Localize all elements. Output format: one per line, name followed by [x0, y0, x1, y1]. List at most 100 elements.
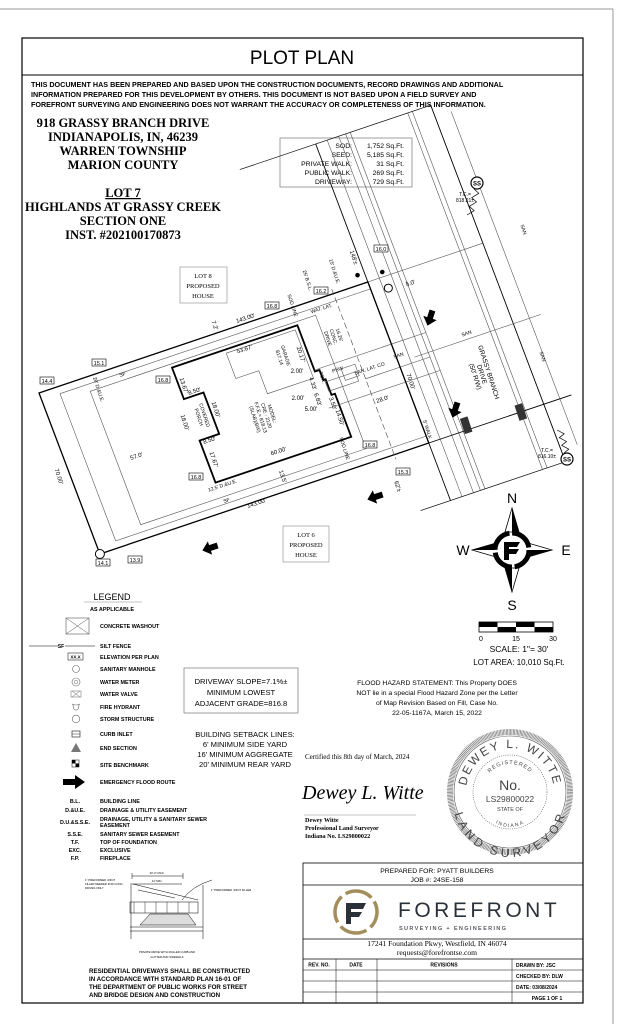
building-setback-line	[89, 314, 367, 526]
svg-text:SS: SS	[563, 458, 571, 464]
disclaimer: THIS DOCUMENT HAS BEEN PREPARED AND BASE…	[31, 80, 504, 109]
elevation-marker: 16.8	[264, 301, 280, 310]
compass-west: W	[456, 542, 470, 558]
silt-fence-label: SF	[223, 497, 231, 505]
svg-text:818.21±: 818.21±	[456, 198, 474, 204]
legend-label: STORM STRUCTURE	[100, 717, 155, 723]
end-section-icon	[71, 743, 81, 752]
flood-route-arrow-icon	[423, 309, 437, 326]
svg-text:15.3: 15.3	[398, 470, 409, 476]
dimension: 18.00'	[210, 401, 221, 418]
certification: Certified this 8th day of March, 2024 De…	[301, 753, 424, 840]
porch-label: POR.	[317, 371, 326, 384]
sidewalk-line	[338, 136, 474, 493]
legend-abbr: B.L.	[70, 799, 81, 805]
legend-abbr: F.P.	[71, 856, 80, 862]
svg-text:16.8: 16.8	[191, 475, 202, 481]
dimension: 70.00'	[405, 373, 416, 390]
right-of-way-line	[430, 105, 566, 462]
col-rev-no: REV. NO.	[308, 963, 330, 969]
area-value: 729 Sq.Ft.	[373, 179, 404, 186]
sanitary-manhole-icon	[72, 665, 80, 673]
svg-text:16.2: 16.2	[316, 289, 327, 295]
svg-text:1" PREFORMED JOINT: 1" PREFORMED JOINT	[85, 878, 115, 882]
dimension: 70.00'	[53, 468, 64, 485]
driveway-line: MINIMUM LOWEST	[207, 688, 276, 697]
sanitary-main	[450, 111, 578, 445]
dimension: 143.00'	[246, 498, 266, 510]
setback-line: 16' MINIMUM AGGREGATE	[197, 750, 292, 759]
address-line: 918 GRASSY BRANCH DRIVE	[37, 116, 210, 130]
fire-hydrant-icon	[71, 703, 81, 711]
note-line: IN ACCORDANCE WITH STANDARD PLAN 16-01 O…	[89, 976, 242, 983]
flood-line: of Map Revision Based on Fill, Case No.	[376, 700, 498, 707]
dimension: 4.33'	[307, 377, 317, 391]
dimension: 14.50'	[334, 409, 345, 426]
building-setback-lines: BUILDING SETBACK LINES: 6' MINIMUM SIDE …	[195, 730, 295, 769]
garage-elevation: 817.14	[274, 349, 284, 366]
svg-text:SS: SS	[473, 182, 481, 188]
driveway-edge	[328, 370, 441, 409]
svg-text:12' MIN.: 12' MIN.	[152, 879, 163, 883]
dimension: 5.00'	[305, 407, 318, 413]
dimension: 7.2'	[210, 320, 219, 331]
legend-abbr-label: EASEMENT	[100, 823, 131, 829]
driveway-line: ADJACENT GRADE=816.8	[195, 699, 288, 708]
walk-label: 5' WALK	[421, 420, 433, 441]
legend-abbr: D.U.&S.S.E.	[60, 820, 90, 826]
elevation-marker: 16.8	[362, 440, 378, 449]
dimension: 17.67'	[208, 451, 219, 468]
job-number: JOB #: 24SE-158	[411, 877, 464, 884]
lot-6-text: PROPOSED	[289, 542, 323, 549]
legend-abbr: T.F.	[71, 840, 80, 846]
svg-text:14.1: 14.1	[98, 561, 109, 567]
sanitary-lateral	[414, 314, 541, 358]
disclaimer-line: FOREFRONT SURVEYING AND ENGINEERING DOES…	[31, 100, 486, 109]
easement-label: 15' D.&U.E.	[327, 258, 341, 285]
svg-text:STATE OF: STATE OF	[497, 807, 524, 813]
silt-fence-line	[115, 435, 427, 542]
dimension: 8.50'	[188, 387, 202, 397]
svg-text:16.8: 16.8	[365, 443, 376, 449]
surveyor-signature: Dewey L. Witte	[301, 782, 424, 804]
silt-fence-icon: SF	[29, 644, 95, 650]
scale-text: SCALE: 1"= 30'	[490, 644, 549, 654]
lot-extension-line	[367, 242, 483, 283]
sanitary-label: SAN	[519, 224, 528, 236]
dimension: 18.00'	[179, 414, 190, 431]
scale-bar: 0 15 30 SCALE: 1"= 30' LOT AREA: 10,010 …	[473, 621, 565, 667]
note-line: RESIDENTIAL DRIVEWAYS SHALL BE CONSTRUCT…	[89, 968, 251, 975]
lot-extension-line	[420, 461, 566, 511]
setback-line: 20' MINIMUM REAR YARD	[199, 760, 291, 769]
drawn-by: DRAWN BY: JSC	[516, 963, 556, 969]
driveway-edge	[314, 332, 426, 371]
svg-text:INDIANA: INDIANA	[495, 820, 526, 829]
svg-text:PORCH: PORCH	[193, 408, 204, 427]
section: SECTION ONE	[80, 214, 166, 228]
lot-number: LOT 7	[105, 186, 141, 200]
elevation-marker: 16.8	[188, 472, 204, 481]
legend: LEGEND AS APPLICABLE CONCRETE WASHOUT SF…	[29, 592, 207, 862]
curb-inlet-icon	[71, 730, 81, 738]
address-line: MARION COUNTY	[68, 158, 179, 172]
area-label: PRIVATE WALK:	[301, 161, 352, 168]
driveway-line: DRIVEWAY SLOPE=7.1%±	[195, 677, 288, 686]
svg-text:LAND SURVEYOR: LAND SURVEYOR	[452, 810, 568, 860]
checked-by: CHECKED BY: DLW	[516, 974, 563, 980]
dimension: 2.00'	[291, 369, 304, 375]
setback-line: 6' MINIMUM SIDE YARD	[203, 740, 288, 749]
setback-label: 25' B.S.L.	[301, 270, 313, 292]
company-address: 17241 Foundation Pkwy, Westfield, IN 460…	[367, 939, 507, 948]
address-block: 918 GRASSY BRANCH DRIVE INDIANAPOLIS, IN…	[25, 116, 221, 242]
svg-text:15.1: 15.1	[94, 361, 105, 367]
dimension: 57.0'	[130, 452, 144, 462]
scale-tick: 30	[549, 636, 557, 643]
dimension: 6.83'	[312, 393, 322, 407]
svg-text:16.8: 16.8	[267, 304, 278, 310]
silt-fence-line	[59, 288, 371, 394]
page-number: PAGE 1 OF 1	[532, 996, 563, 1002]
area-value: 269 Sq.Ft.	[373, 170, 404, 177]
legend-label: CONCRETE WASHOUT	[100, 624, 160, 630]
legend-label: SILT FENCE	[100, 644, 131, 650]
flood-route-arrow-icon	[63, 775, 85, 789]
